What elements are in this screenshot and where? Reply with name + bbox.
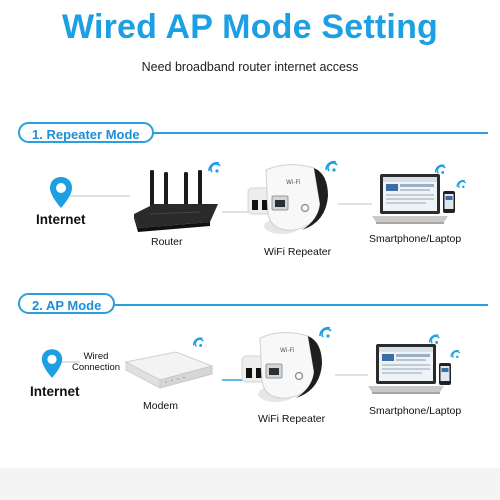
page-title: Wired AP Mode Setting (61, 8, 439, 46)
wifi-icon (208, 161, 221, 173)
laptop-device (372, 174, 448, 224)
internet-label: Internet (30, 384, 80, 399)
devices-label: Smartphone/Laptop (369, 233, 462, 245)
modem-label: Modem (143, 400, 179, 412)
smartphone-device (439, 363, 451, 385)
wifi-icon (434, 164, 446, 174)
wifi-icon (325, 160, 338, 172)
location-pin-icon (50, 177, 72, 208)
repeater-mode-header: 1. Repeater Mode (18, 122, 154, 143)
ap-mode-divider (18, 304, 488, 306)
wifi-icon (450, 349, 461, 359)
wifi-repeater-device: Wi-Fi (247, 164, 328, 234)
wired-connection-label: Wired Connection (71, 351, 121, 373)
wifi-icon (456, 179, 467, 189)
router-device (134, 170, 218, 232)
wifi-icon (319, 326, 332, 338)
smartphone-device (443, 191, 455, 213)
laptop-device (368, 344, 444, 394)
wifi-repeater-device: Wi-Fi (241, 332, 322, 402)
router-label: Router (151, 236, 183, 248)
repeater-label: WiFi Repeater (264, 246, 332, 258)
bottom-band (0, 468, 500, 500)
svg-text:Wi-Fi: Wi-Fi (280, 347, 295, 354)
svg-text:Wi-Fi: Wi-Fi (286, 179, 301, 186)
page-subtitle: Need broadband router internet access (141, 60, 359, 74)
wifi-icon (428, 334, 440, 344)
ap-mode-header: 2. AP Mode (18, 293, 116, 314)
wifi-icon (192, 337, 204, 347)
internet-label: Internet (36, 212, 86, 227)
repeater-mode-divider (18, 132, 488, 134)
repeater-label: WiFi Repeater (258, 413, 326, 425)
location-pin-icon (41, 349, 63, 378)
modem-device (124, 351, 214, 389)
devices-label: Smartphone/Laptop (369, 405, 462, 417)
